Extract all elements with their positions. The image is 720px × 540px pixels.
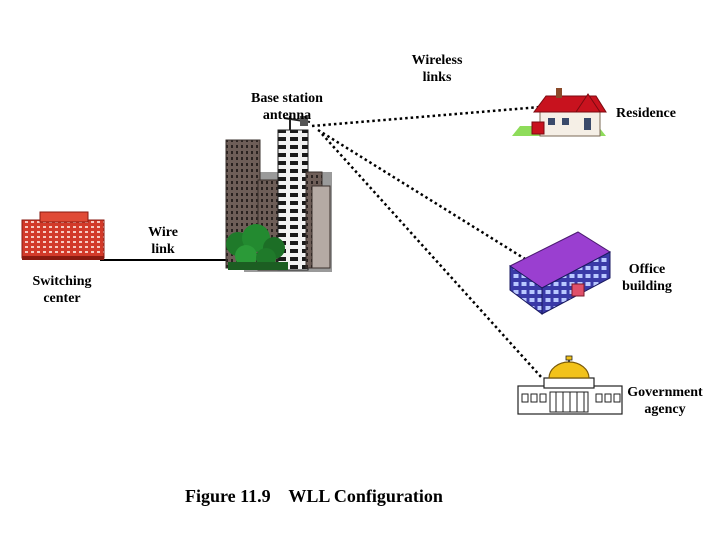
- office-building-label: Office building: [622, 262, 672, 294]
- wireless-links: [311, 105, 543, 379]
- base-station-icon: [225, 116, 332, 272]
- base-station-label: Base station antenna: [251, 91, 323, 123]
- figure-title: WLL Configuration: [288, 486, 443, 506]
- office-building-icon: [509, 231, 612, 315]
- wireless-link-residence: [311, 105, 541, 128]
- wire-link-label: Wire link: [148, 225, 178, 257]
- residence-label: Residence: [616, 106, 676, 121]
- residence-icon: [512, 88, 607, 137]
- figure-caption: Figure 11.9 WLL Configuration: [185, 486, 443, 507]
- government-agency-label: Government agency: [627, 385, 703, 417]
- wireless-link-office: [317, 128, 531, 264]
- switching-center-icon: [21, 211, 105, 260]
- switching-center-label: Switching center: [32, 274, 92, 306]
- figure-number: Figure 11.9: [185, 486, 271, 506]
- wireless-links-label: Wireless links: [411, 53, 463, 85]
- government-agency-icon: [517, 355, 623, 415]
- wireless-link-government: [321, 133, 543, 379]
